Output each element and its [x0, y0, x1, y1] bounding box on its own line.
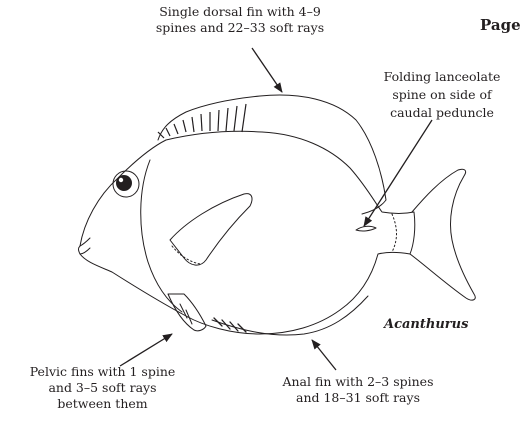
label-line: Single dorsal fin with 4–9 [120, 4, 360, 20]
label-line: between them [0, 396, 205, 412]
anal-fin [212, 296, 368, 335]
label-line: Pelvic fins with 1 spine [0, 364, 205, 380]
label-line: caudal peduncle [357, 104, 527, 122]
arrow [364, 120, 432, 226]
label-line: and 18–31 soft rays [258, 390, 458, 406]
fish-body [79, 131, 415, 334]
caudal-spine-label: Folding lanceolate spine on side of caud… [357, 68, 527, 122]
pelvic-fin-label: Pelvic fins with 1 spine and 3–5 soft ra… [0, 364, 205, 412]
arrow [120, 334, 172, 366]
arrow [312, 340, 336, 370]
anal-fin-label: Anal fin with 2–3 spines and 18–31 soft … [258, 374, 458, 406]
label-line: spines and 22–33 soft rays [120, 20, 360, 36]
label-line: Anal fin with 2–3 spines [258, 374, 458, 390]
dorsal-fin-label: Single dorsal fin with 4–9 spines and 22… [120, 4, 360, 36]
genus-name: Acanthurus [384, 317, 468, 332]
label-line: and 3–5 soft rays [0, 380, 205, 396]
label-line: Folding lanceolate [357, 68, 527, 86]
page-title: Page [480, 16, 521, 34]
dorsal-fin [158, 95, 386, 214]
arrow [252, 48, 282, 92]
label-line: spine on side of [357, 86, 527, 104]
pectoral-fin [170, 194, 252, 265]
caudal-fin [410, 169, 475, 300]
caudal-spine [356, 226, 376, 231]
